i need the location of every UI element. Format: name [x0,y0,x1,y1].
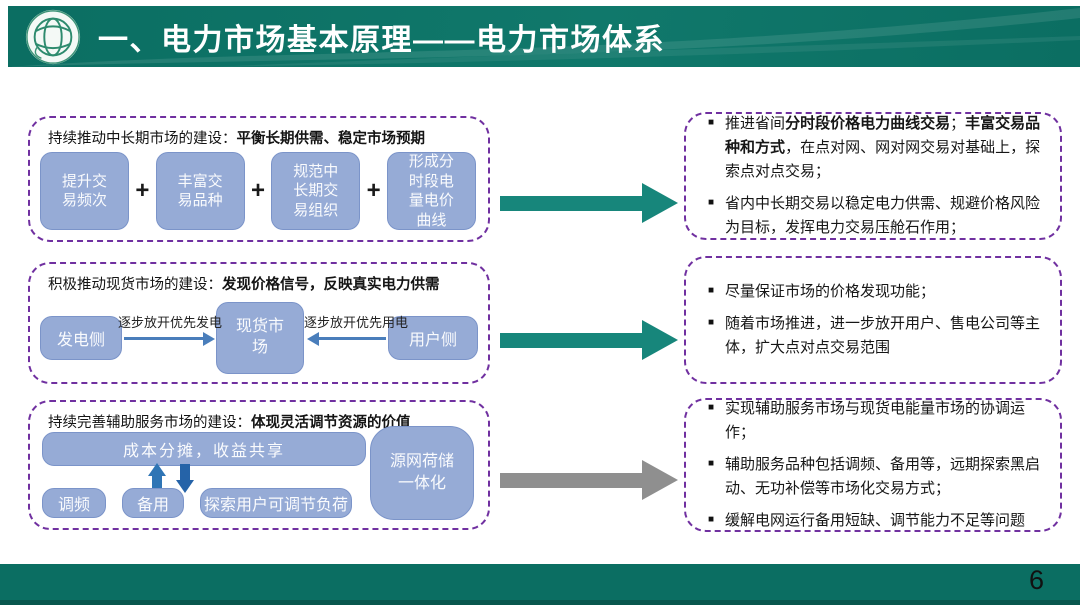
bullet-square-icon: ■ [708,514,715,525]
footer-accent-line [0,600,1080,605]
frequency-regulation-box: 调频 [42,488,106,518]
section-title: 持续完善辅助服务市场的建设：体现灵活调节资源的价值 [48,415,411,431]
panel-midlongterm-measures: ■ 推进省间分时段价格电力曲线交易；丰富交易品种和方式，在点对网、网对网交易对基础… [684,112,1062,240]
page-number: 6 [1028,565,1044,595]
flow-arrow-right-icon [124,332,215,345]
bullet-square-icon: ■ [708,458,715,469]
generation-side-box: 发电侧 [40,316,122,360]
bullet-text: 实现辅助服务市场与现货电能量市场的协调运作； [725,400,1026,441]
bullet-item: ■ 推进省间分时段价格电力曲线交易；丰富交易品种和方式，在点对网、网对网交易对基础… [708,112,1042,184]
section-title: 积极推动现货市场的建设：发现价格信号，反映真实电力供需 [48,277,440,293]
section-title: 持续推动中长期市场的建设：平衡长期供需、稳定市场预期 [48,131,425,147]
reserve-box: 备用 [122,488,184,518]
arrow-label: 逐步放开优先用电 [304,315,409,330]
bullet-text: 尽量保证市场的价格发现功能； [725,283,936,300]
section2-result-arrow-icon [500,320,678,360]
adjustable-load-box: 探索用户可调节负荷 [200,488,352,518]
bullet-text: 随着市场推进，进一步放开用户、售电公司等主体，扩大点对点交易范围 [725,315,1041,356]
state-grid-logo-icon [24,8,82,66]
bullet-item: ■ 缓解电网运行备用短缺、调节能力不足等问题 [708,509,1042,533]
bullet-item: ■ 尽量保证市场的价格发现功能； [708,280,1042,304]
plus-sign: + [250,177,265,204]
section3-result-arrow-icon [500,460,678,500]
bullet-item: ■ 随着市场推进，进一步放开用户、售电公司等主体，扩大点对点交易范围 [708,312,1042,360]
bullet-text: 省内中长期交易以稳定电力供需、规避价格风险为目标，发挥电力交易压舱石作用； [725,195,1041,236]
process-box: 提升交易频次 [40,152,129,230]
section-ancillary-market: 持续完善辅助服务市场的建设：体现灵活调节资源的价值 成本分摊，收益共享 调频 备… [28,400,490,530]
arrow-label: 逐步放开优先发电 [118,315,223,330]
process-box: 规范中长期交易组织 [271,152,361,230]
bullet-item: ■ 实现辅助服务市场与现货电能量市场的协调运作； [708,397,1042,445]
plus-sign: + [366,177,381,204]
slide-header: 一、电力市场基本原理——电力市场体系 [8,6,1080,67]
bullet-item: ■ 省内中长期交易以稳定电力供需、规避价格风险为目标，发挥电力交易压舱石作用； [708,192,1042,240]
bullet-square-icon: ■ [708,197,715,208]
user-side-box: 用户侧 [388,316,478,360]
banner-swoosh-decoration [8,8,1080,67]
bullet-square-icon: ■ [708,402,715,413]
section-midlongterm-market: 持续推动中长期市场的建设：平衡长期供需、稳定市场预期 提升交易频次 + 丰富交易… [28,116,490,242]
process-chain: 提升交易频次 + 丰富交易品种 + 规范中长期交易组织 + 形成分时段电量电价曲… [40,152,476,230]
spot-market-box: 现货市场 [216,302,304,374]
process-box: 丰富交易品种 [155,152,245,230]
process-box: 形成分时段电量电价曲线 [386,152,476,230]
bullet-square-icon: ■ [708,317,715,328]
bullet-square-icon: ■ [708,117,715,128]
up-arrow-icon [148,463,166,493]
panel-spot-measures: ■ 尽量保证市场的价格发现功能； ■ 随着市场推进，进一步放开用户、售电公司等主体，扩… [684,256,1062,384]
bullet-square-icon: ■ [708,285,715,296]
flow-arrow-left-icon [307,332,386,345]
panel-ancillary-measures: ■ 实现辅助服务市场与现货电能量市场的协调运作； ■ 辅助服务品种包括调频、备用等，远… [684,398,1062,532]
down-arrow-icon [176,463,194,493]
section1-result-arrow-icon [500,183,678,223]
bullet-item: ■ 辅助服务品种包括调频、备用等，远期探索黑启动、无功补偿等市场化交易方式； [708,453,1042,501]
bullet-text: 推进省间分时段价格电力曲线交易；丰富交易品种和方式，在点对网、网对网交易对基础上… [725,115,1041,180]
bullet-text: 缓解电网运行备用短缺、调节能力不足等问题 [725,512,1026,529]
bullet-text: 辅助服务品种包括调频、备用等，远期探索黑启动、无功补偿等市场化交易方式； [725,456,1041,497]
source-grid-load-storage-box: 源网荷储一体化 [370,426,474,520]
section-spot-market: 积极推动现货市场的建设：发现价格信号，反映真实电力供需 发电侧 现货市场 用户侧… [28,262,490,384]
plus-sign: + [135,177,150,204]
footer-bar [0,564,1080,600]
page-title: 一、电力市场基本原理——电力市场体系 [98,23,665,57]
cost-sharing-box: 成本分摊，收益共享 [42,432,366,466]
